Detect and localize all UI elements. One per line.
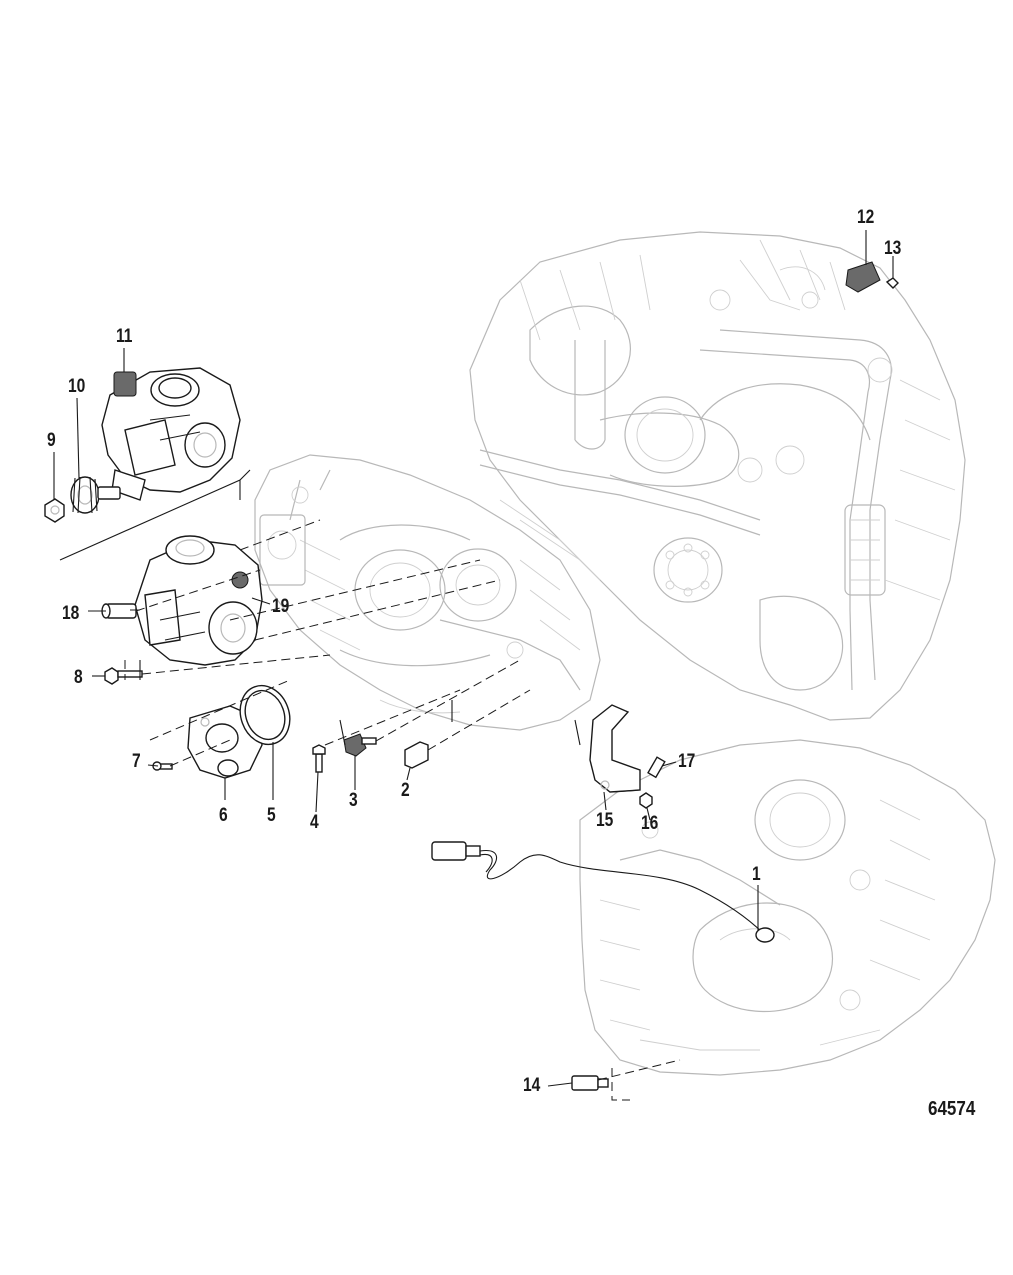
callout-leaders [53, 230, 894, 1087]
assembly-guide-lines [59, 469, 681, 1101]
callout-6: 6 [219, 805, 228, 826]
callout-14: 14 [523, 1075, 541, 1096]
sensor-part-3 [343, 733, 377, 757]
callout-17: 17 [678, 751, 696, 772]
bolt-part-16 [639, 792, 653, 809]
spacer-part-18 [101, 603, 137, 619]
engine-front-cover-illustration [254, 454, 601, 731]
callout-10: 10 [68, 376, 86, 397]
gear-retaining-nut [44, 498, 65, 523]
spacer-part-2 [404, 741, 429, 769]
engine-upper-right-illustration [469, 231, 966, 721]
callout-8: 8 [74, 667, 83, 688]
callout-13: 13 [884, 238, 902, 259]
callout-15: 15 [596, 810, 614, 831]
callout-3: 3 [349, 790, 358, 811]
callout-16: 16 [641, 813, 659, 834]
callout-2: 2 [401, 780, 410, 801]
bolt-part-4 [312, 744, 326, 773]
sensor-part-12 [845, 261, 881, 293]
high-pressure-fuel-pump-assembly-top [101, 367, 241, 501]
sensor-harness-part-1 [431, 841, 775, 943]
pump-drive-gear [70, 476, 121, 514]
callout-5: 5 [267, 805, 276, 826]
engine-lower-right-illustration [579, 739, 996, 1076]
bolt-part-8 [104, 667, 143, 685]
callout-12: 12 [857, 207, 875, 228]
callout-1: 1 [752, 864, 761, 885]
figure-number: 64574 [928, 1098, 976, 1120]
housing-gasket [239, 684, 291, 746]
bracket-part-15 [589, 704, 641, 793]
callout-18: 18 [62, 603, 80, 624]
callout-19: 19 [272, 596, 290, 617]
high-pressure-fuel-pump [134, 535, 263, 666]
callout-4: 4 [310, 812, 319, 833]
screw-part-13 [885, 277, 899, 289]
stud-part-17 [647, 756, 666, 779]
callout-7: 7 [132, 751, 141, 772]
spacer-part-14 [571, 1075, 609, 1091]
callout-11: 11 [116, 326, 133, 347]
callout-9: 9 [47, 430, 56, 451]
